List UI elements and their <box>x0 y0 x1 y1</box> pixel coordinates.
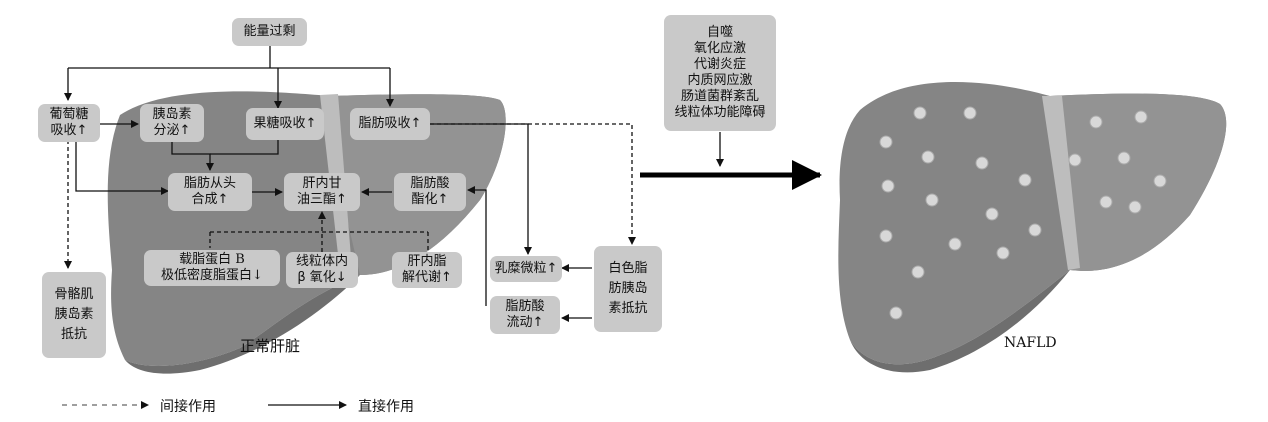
skeletal-muscle-insulin-resistance-box: 骨骼肌 胰岛素 抵抗 <box>42 272 106 358</box>
arrow-glucose-denovo <box>75 140 169 195</box>
fat-droplet <box>911 265 925 279</box>
indirect-arrows <box>64 123 636 269</box>
arrow-faflow-faester <box>467 186 487 306</box>
fat-droplet <box>879 135 893 149</box>
fatty-acid-flux-box: 脂肪酸 流动↑ <box>490 296 560 334</box>
fructose-absorption-box: 果糖吸收↑ <box>246 108 324 140</box>
energy-excess-box: 能量过剩 <box>232 18 307 46</box>
fat-droplet <box>1117 151 1131 165</box>
fat-droplet <box>1153 174 1167 188</box>
white-adipose-insulin-resistance-box: 白色脂 肪胰岛 素抵抗 <box>594 246 662 332</box>
direct-arrows <box>64 46 724 322</box>
fat-droplets <box>879 106 1167 320</box>
chylomicron-box: 乳糜微粒↑ <box>490 256 562 282</box>
fat-droplet <box>1099 195 1113 209</box>
fat-droplet <box>975 156 989 170</box>
legend-direct-label: 直接作用 <box>358 399 414 415</box>
fat-droplet <box>948 237 962 251</box>
fat-droplet <box>1134 110 1148 124</box>
fat-droplet <box>1028 223 1042 237</box>
mitochondrial-beta-oxidation-box: 线粒体内 β 氧化↓ <box>286 252 358 288</box>
fat-droplet <box>913 106 927 120</box>
apob-vldl-box: 载脂蛋白 B 极低密度脂蛋白↓ <box>144 250 280 286</box>
arrow-insulin-denovo <box>171 140 214 171</box>
fat-droplet <box>996 246 1010 260</box>
de-novo-lipogenesis-box: 脂肪从头 合成↑ <box>168 173 252 211</box>
fat-droplet <box>925 193 939 207</box>
fat-droplet <box>921 150 935 164</box>
fat-droplet <box>985 207 999 221</box>
fat-droplet <box>881 179 895 193</box>
fat-droplet <box>1089 115 1103 129</box>
arrow-fat-wat <box>430 123 636 245</box>
hepatic-lipid-catabolism-box: 肝内脂 解代谢↑ <box>392 252 462 288</box>
insulin-secretion-box: 胰岛素 分泌↑ <box>140 104 204 142</box>
fat-droplet <box>963 106 977 120</box>
hepatic-triglyceride-box: 肝内甘 油三酯↑ <box>284 173 360 211</box>
fat-absorption-box: 脂肪吸收↑ <box>350 108 430 140</box>
fat-droplet <box>879 229 893 243</box>
fructose-to-denovo <box>210 140 279 155</box>
mechanisms-box: 自噬 氧化应激 代谢炎症 内质网应激 肠道菌群紊乱 线粒体功能障碍 <box>664 15 776 131</box>
legend-indirect-label: 间接作用 <box>160 399 216 415</box>
fat-droplet <box>1018 173 1032 187</box>
nafld-label: NAFLD <box>1004 335 1057 351</box>
fat-droplet <box>1068 153 1082 167</box>
fatty-acid-esterification-box: 脂肪酸 酯化↑ <box>394 173 466 211</box>
normal-liver-label: 正常肝脏 <box>240 337 301 355</box>
nafld-liver-shape <box>838 82 1227 373</box>
fat-droplet <box>889 306 903 320</box>
fat-droplet <box>1128 200 1142 214</box>
glucose-absorption-box: 葡萄糖 吸收↑ <box>38 104 100 142</box>
